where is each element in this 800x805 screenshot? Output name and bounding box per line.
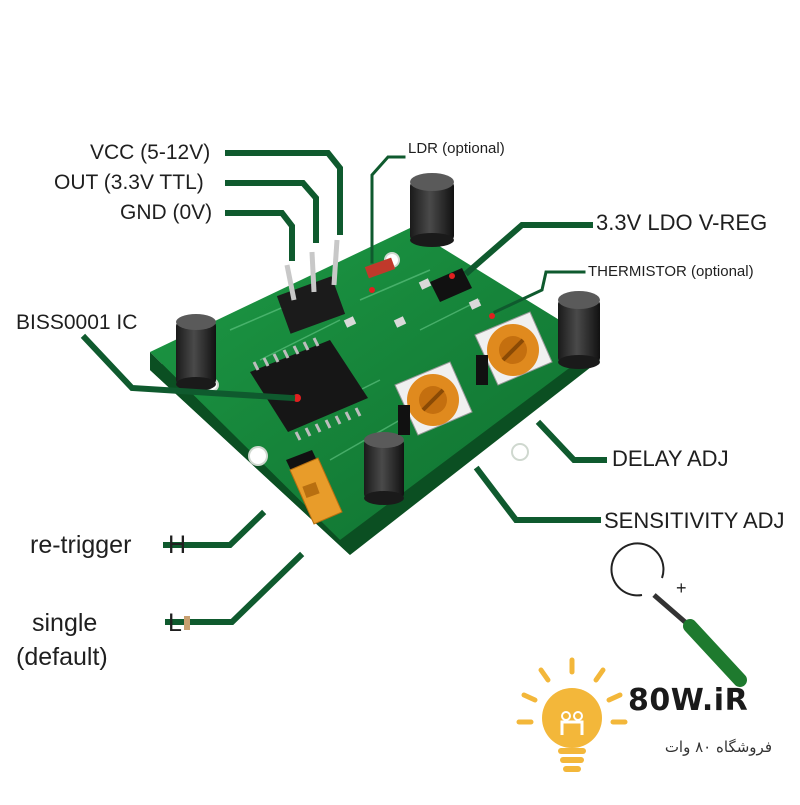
label-vcc: VCC (5-12V) (90, 141, 211, 164)
mount-hole (248, 446, 268, 466)
thermistor-pad (489, 313, 495, 319)
label-thermistor: THERMISTOR (optional) (588, 263, 754, 280)
leader-single (165, 551, 305, 625)
leader-out (225, 180, 319, 243)
label-ldr: LDR (optional) (408, 140, 505, 157)
capacitor-left (176, 314, 216, 391)
leader-thermistor (493, 270, 586, 314)
label-out: OUT (3.3V TTL) (54, 171, 204, 194)
leader-vcc (225, 150, 343, 235)
capacitor-bottom (364, 432, 404, 505)
label-retrigger: re-trigger (30, 531, 132, 559)
header-pins (276, 239, 346, 334)
label-retrigger-pos: H (168, 531, 187, 559)
screwdriver-icon (610, 542, 747, 687)
leader-sensitivity (473, 465, 601, 523)
bulb-logo-icon (516, 657, 628, 772)
leader-ldr (370, 155, 406, 264)
l-position-mark (184, 616, 190, 630)
capacitor-right (558, 291, 600, 369)
label-gnd: GND (0V) (120, 201, 213, 224)
brand-name: 80W.iR (628, 683, 749, 718)
capacitor-top (410, 173, 454, 247)
leader-delay (535, 419, 607, 463)
mount-hole (511, 443, 529, 461)
leader-gnd (225, 210, 295, 261)
label-single: single (32, 609, 98, 637)
label-sensitivity: SENSITIVITY ADJ (604, 508, 785, 533)
ldr-pads (364, 257, 396, 293)
trigger-jumper (286, 450, 343, 525)
screwdriver-plus-sign: + (676, 578, 687, 598)
leader-retrigger (163, 509, 267, 548)
label-ldo: 3.3V LDO V-REG (596, 210, 768, 235)
potentiometer-sensitivity (394, 361, 473, 436)
label-single-default: (default) (16, 643, 108, 671)
brand-tagline: فروشگاه ۸۰ وات (664, 738, 772, 756)
label-ic: BISS0001 IC (16, 311, 138, 334)
potentiometer-delay (474, 311, 553, 386)
leader-ldo (463, 222, 593, 277)
leader-ic (80, 333, 296, 402)
label-single-pos: L (168, 609, 182, 637)
pcb-board (150, 228, 600, 555)
leader-lines (80, 150, 607, 625)
ldo-regulator (430, 268, 472, 302)
label-delay: DELAY ADJ (612, 446, 729, 471)
